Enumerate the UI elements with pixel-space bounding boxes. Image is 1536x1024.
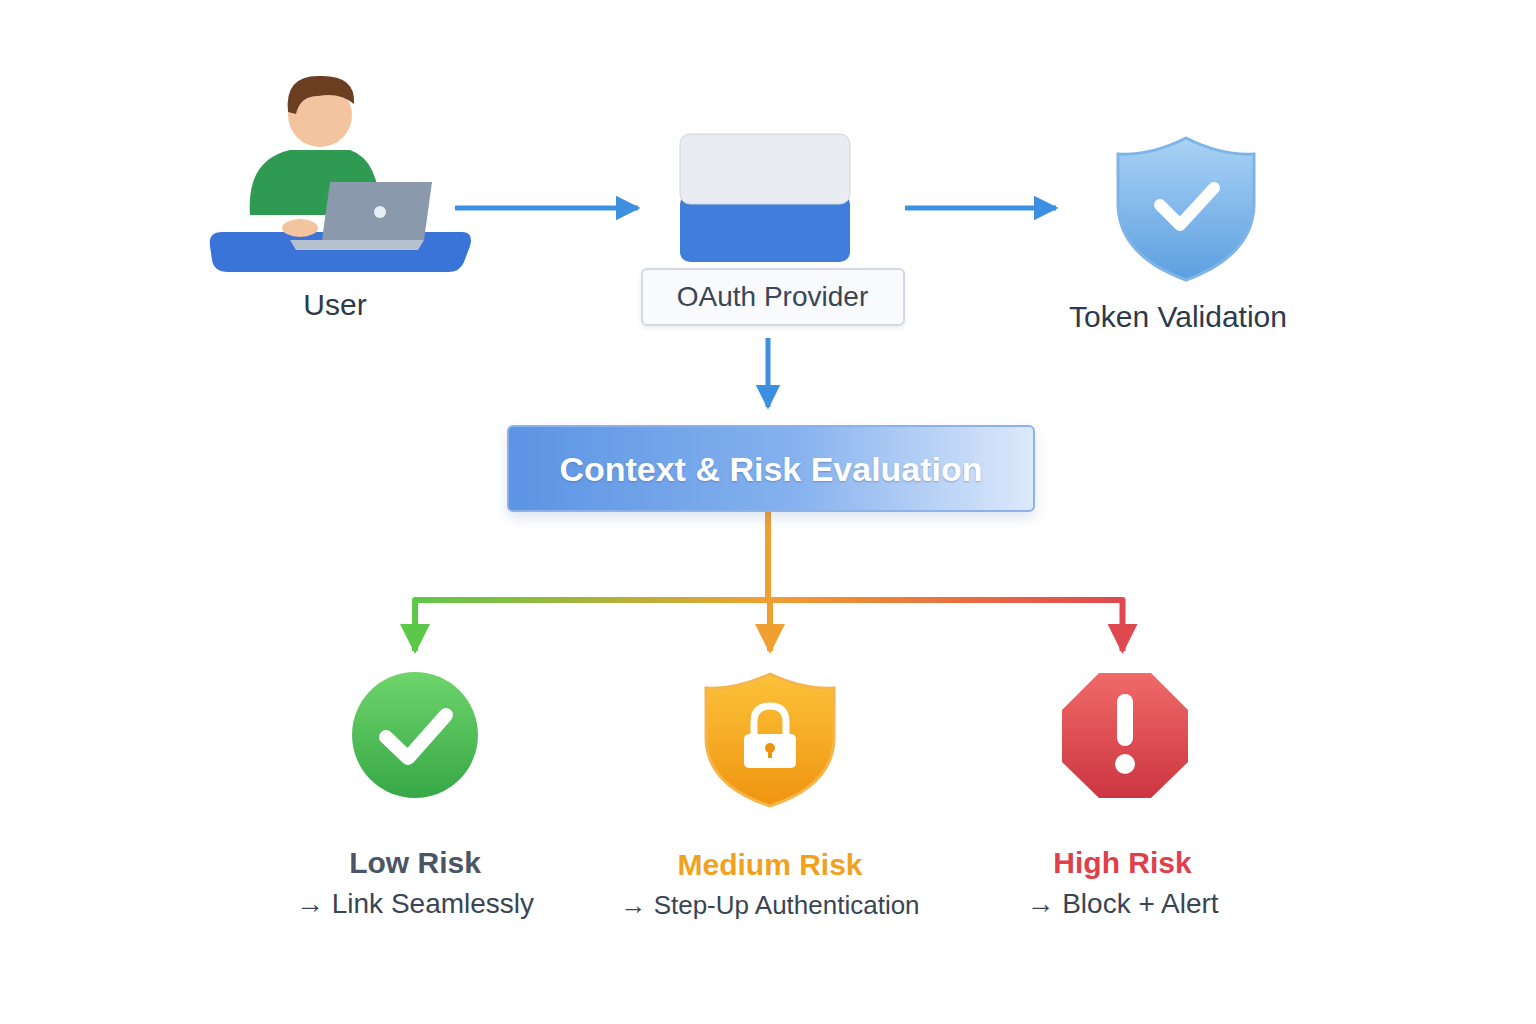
server-icon [680, 134, 850, 262]
node-label: Context & Risk Evaluation [559, 446, 982, 492]
lock-shield [706, 674, 834, 806]
node-label: Token Validation [1069, 296, 1287, 338]
node-sublabel: → Step-Up Authentication [620, 886, 919, 924]
token-shield [1118, 138, 1254, 280]
user-illustration [210, 76, 471, 272]
check-circle [352, 672, 478, 798]
laptop-screen [322, 182, 432, 240]
validation-node: Token Validation [1058, 130, 1298, 340]
flow-arrow [415, 512, 768, 651]
low-risk-node: Low Risk→ Link Seamlessly [280, 655, 550, 930]
node-label: User [303, 284, 366, 326]
node-sublabel: → Block + Alert [1026, 884, 1218, 924]
evaluation-band: Context & Risk Evaluation [507, 425, 1035, 512]
stop-octagon [1062, 673, 1188, 798]
high-risk-node: High Risk→ Block + Alert [990, 655, 1255, 930]
flow-arrow [768, 512, 770, 651]
flow-arrow [455, 206, 638, 211]
flow-arrow [768, 512, 1123, 651]
node-sublabel: → Link Seamlessly [296, 884, 534, 924]
node-label: Medium Risk [677, 844, 862, 886]
node-label: Low Risk [349, 842, 481, 884]
hair [288, 76, 354, 114]
actor-node: User [215, 70, 455, 330]
provider-node: OAuth Provider [640, 125, 905, 330]
hand [282, 219, 318, 237]
laptop-base [290, 240, 424, 250]
medium-risk-node: Medium Risk→ Step-Up Authentication [600, 655, 940, 930]
server-top [680, 134, 850, 204]
node-label: OAuth Provider [641, 268, 905, 326]
flow-arrow [766, 338, 771, 407]
flow-arrow [905, 206, 1056, 211]
laptop-logo [374, 206, 386, 218]
node-label: High Risk [1053, 842, 1191, 884]
